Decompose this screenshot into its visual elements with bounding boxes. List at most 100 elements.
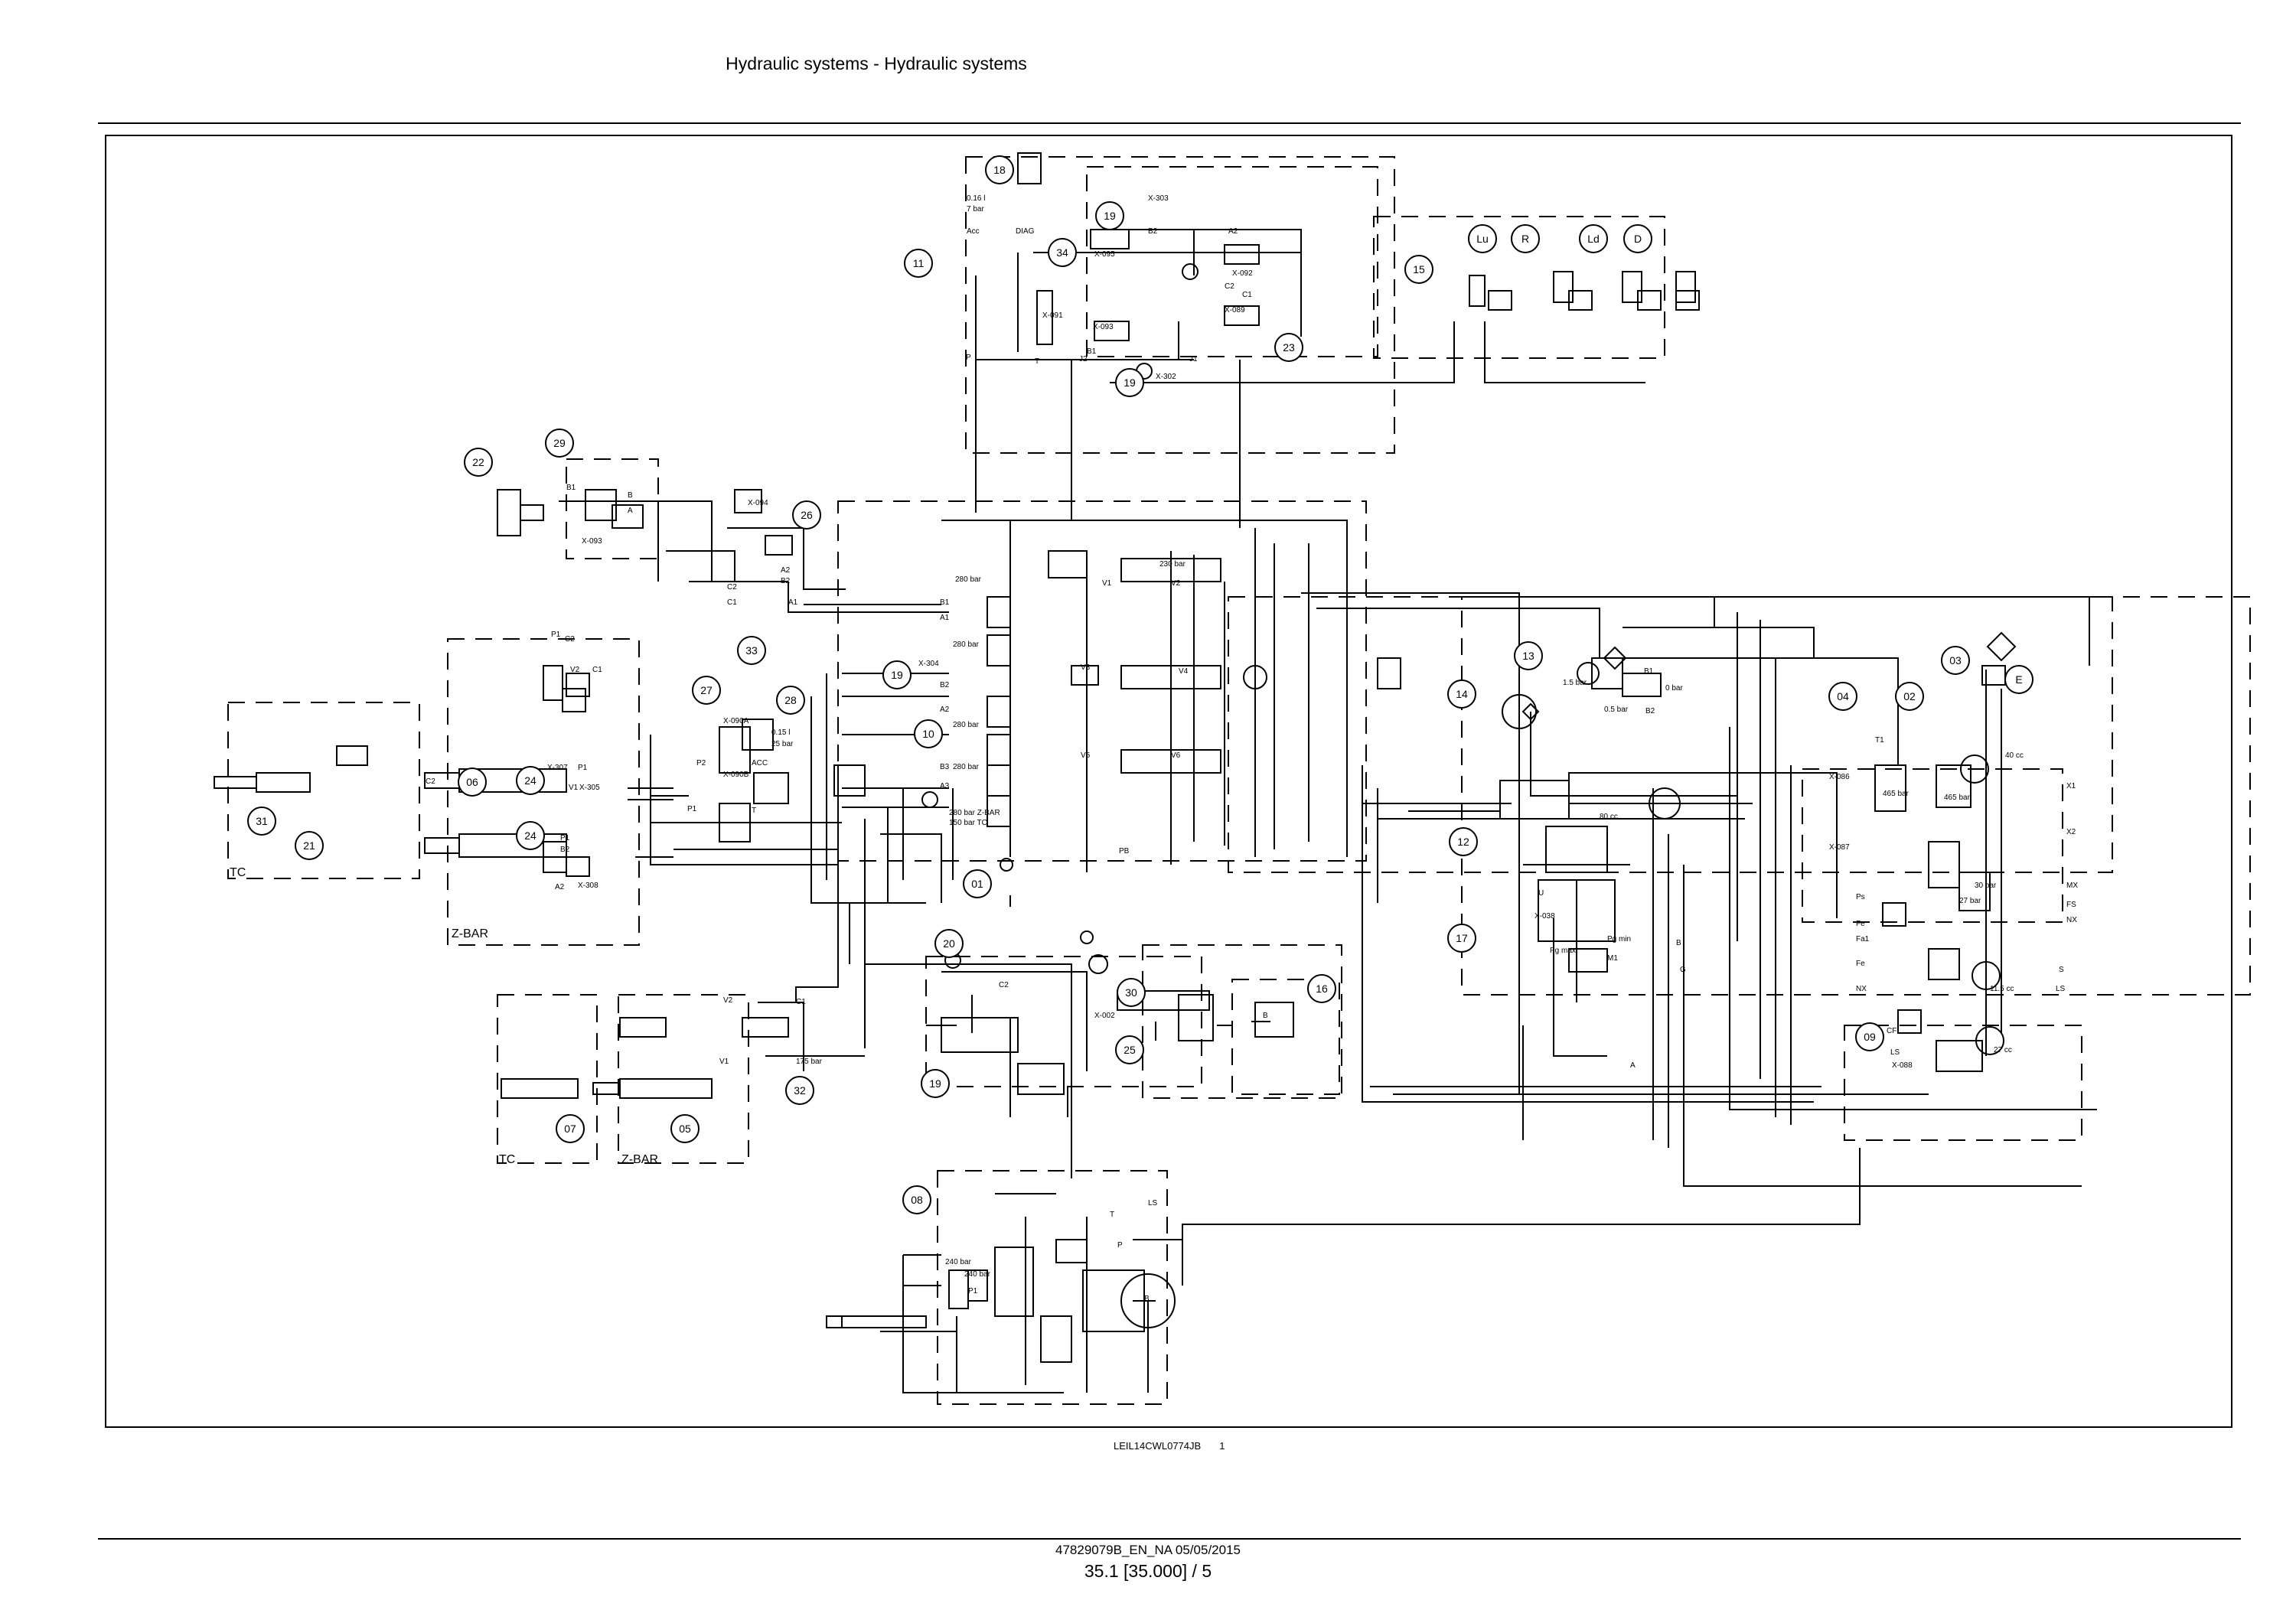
svg-text:15: 15 [1413, 263, 1425, 275]
callout-10: 10 [914, 719, 943, 748]
diagram-annotation: C1 [727, 598, 737, 607]
svg-text:04: 04 [1837, 690, 1849, 702]
svg-text:24: 24 [524, 829, 536, 842]
diagram-annotation: C1 [796, 998, 806, 1006]
svg-text:19: 19 [1104, 210, 1116, 222]
svg-text:17: 17 [1456, 932, 1468, 944]
diagram-annotation: X-091 [1042, 311, 1063, 320]
diagram-annotation: Fa1 [1856, 935, 1870, 943]
diagram-annotation: X-307 [547, 764, 568, 772]
callout-25: 25 [1115, 1035, 1144, 1064]
callout-17: 17 [1447, 924, 1476, 953]
diagram-annotation: P [1117, 1241, 1123, 1250]
diagram-annotation: 240 bar [945, 1258, 972, 1266]
diagram-annotation: C1 [592, 666, 602, 674]
svg-text:13: 13 [1522, 650, 1534, 662]
diagram-annotation: A [1630, 1061, 1636, 1070]
svg-text:14: 14 [1456, 688, 1468, 700]
diagram-annotation: C1 [1242, 291, 1252, 299]
svg-text:20: 20 [943, 937, 955, 950]
diagram-annotation: Pg min [1607, 935, 1631, 943]
diagram-annotation: C2 [1225, 282, 1234, 291]
diagram-annotation: P1 [560, 834, 570, 842]
diagram-annotation: 27 bar [1959, 897, 1981, 905]
diagram-annotation: X-095 [1094, 250, 1115, 259]
svg-text:33: 33 [745, 644, 758, 657]
diagram-annotation: T [1110, 1211, 1114, 1219]
hydraulic-components [214, 152, 2017, 1363]
footer-document-id: 47829079B_EN_NA 05/05/2015 [1055, 1543, 1241, 1557]
diagram-annotation: C2 [727, 583, 737, 592]
diagram-annotation: U [1538, 889, 1544, 898]
callout-20: 20 [934, 929, 964, 958]
callout-34: 34 [1048, 238, 1077, 267]
svg-text:12: 12 [1457, 836, 1469, 848]
svg-text:24: 24 [524, 774, 536, 787]
svg-text:26: 26 [801, 509, 813, 521]
diagram-annotation: A2 [940, 706, 950, 714]
callout-28: 28 [776, 686, 805, 715]
diagram-annotation: 280 bar [953, 721, 980, 729]
diagram-annotation: V5 [1081, 751, 1091, 760]
diagram-annotation: 465 bar [1944, 794, 1971, 802]
diagram-annotation: FS [2066, 901, 2076, 909]
diagram-annotation: ACC [752, 759, 768, 768]
callout-D: D [1623, 224, 1652, 253]
svg-text:E: E [2015, 673, 2022, 686]
diagram-annotation: CF [1887, 1027, 1896, 1035]
callout-19: 19 [1115, 368, 1144, 397]
svg-text:07: 07 [564, 1123, 576, 1135]
svg-text:Lu: Lu [1476, 233, 1489, 245]
svg-text:08: 08 [911, 1194, 923, 1206]
diagram-annotation: T1 [1875, 736, 1884, 745]
group-label: TC [230, 866, 246, 879]
diagram-annotation: NX [2066, 916, 2077, 924]
diagram-annotation: A2 [781, 566, 791, 575]
callout-Lu: Lu [1468, 224, 1497, 253]
diagram-annotation: Fe [1856, 920, 1865, 928]
diagram-annotation: 40 cc [2005, 751, 2024, 760]
callout-09: 09 [1855, 1022, 1884, 1051]
diagram-annotation: Acc [967, 227, 980, 236]
diagram-annotation: X-089 [1225, 306, 1245, 314]
diagram-annotation: LS [1890, 1048, 1900, 1057]
callout-01: 01 [963, 869, 992, 898]
diagram-annotation: 30 bar [1975, 882, 1997, 890]
diagram-annotation: T [1035, 357, 1039, 366]
svg-text:27: 27 [700, 684, 713, 696]
svg-text:29: 29 [553, 437, 566, 449]
diagram-annotation: P [966, 354, 971, 362]
diagram-annotation: B2 [1645, 707, 1655, 715]
callout-32: 32 [785, 1076, 814, 1105]
diagram-annotation: V6 [1171, 751, 1181, 760]
diagram-annotation: X-308 [578, 882, 598, 890]
diagram-annotation: A1 [940, 614, 950, 622]
diagram-annotation: B1 [1644, 667, 1654, 676]
diagram-annotation: A2 [1228, 227, 1238, 236]
svg-text:30: 30 [1125, 986, 1137, 999]
svg-text:18: 18 [993, 164, 1006, 176]
figure-number: 1 [1219, 1440, 1225, 1452]
dashed-group-boxes [227, 156, 2251, 1405]
diagram-annotation: X2 [2066, 828, 2076, 836]
group-label: Z-BAR [621, 1153, 658, 1166]
diagram-annotation: 0.5 bar [1604, 706, 1629, 714]
diagram-annotation: Pg max [1550, 947, 1576, 955]
callout-18: 18 [985, 155, 1014, 184]
svg-text:32: 32 [794, 1084, 806, 1097]
diagram-annotation: 0.15 l [771, 728, 790, 737]
svg-text:05: 05 [679, 1123, 691, 1135]
diagram-annotation: V1 [719, 1058, 729, 1066]
callout-15: 15 [1404, 255, 1433, 284]
diagram-annotation: X-088 [1892, 1061, 1913, 1070]
callout-30: 30 [1117, 978, 1146, 1007]
footer-rule [98, 1538, 2241, 1540]
callout-31: 31 [247, 807, 276, 836]
diagram-annotation: A3 [940, 782, 950, 790]
diagram-annotation: 230 bar [1159, 560, 1186, 569]
callout-E: E [2004, 665, 2033, 694]
diagram-annotation: 175 bar [796, 1058, 823, 1066]
diagram-annotation: A2 [555, 883, 565, 891]
callout-Ld: Ld [1579, 224, 1608, 253]
